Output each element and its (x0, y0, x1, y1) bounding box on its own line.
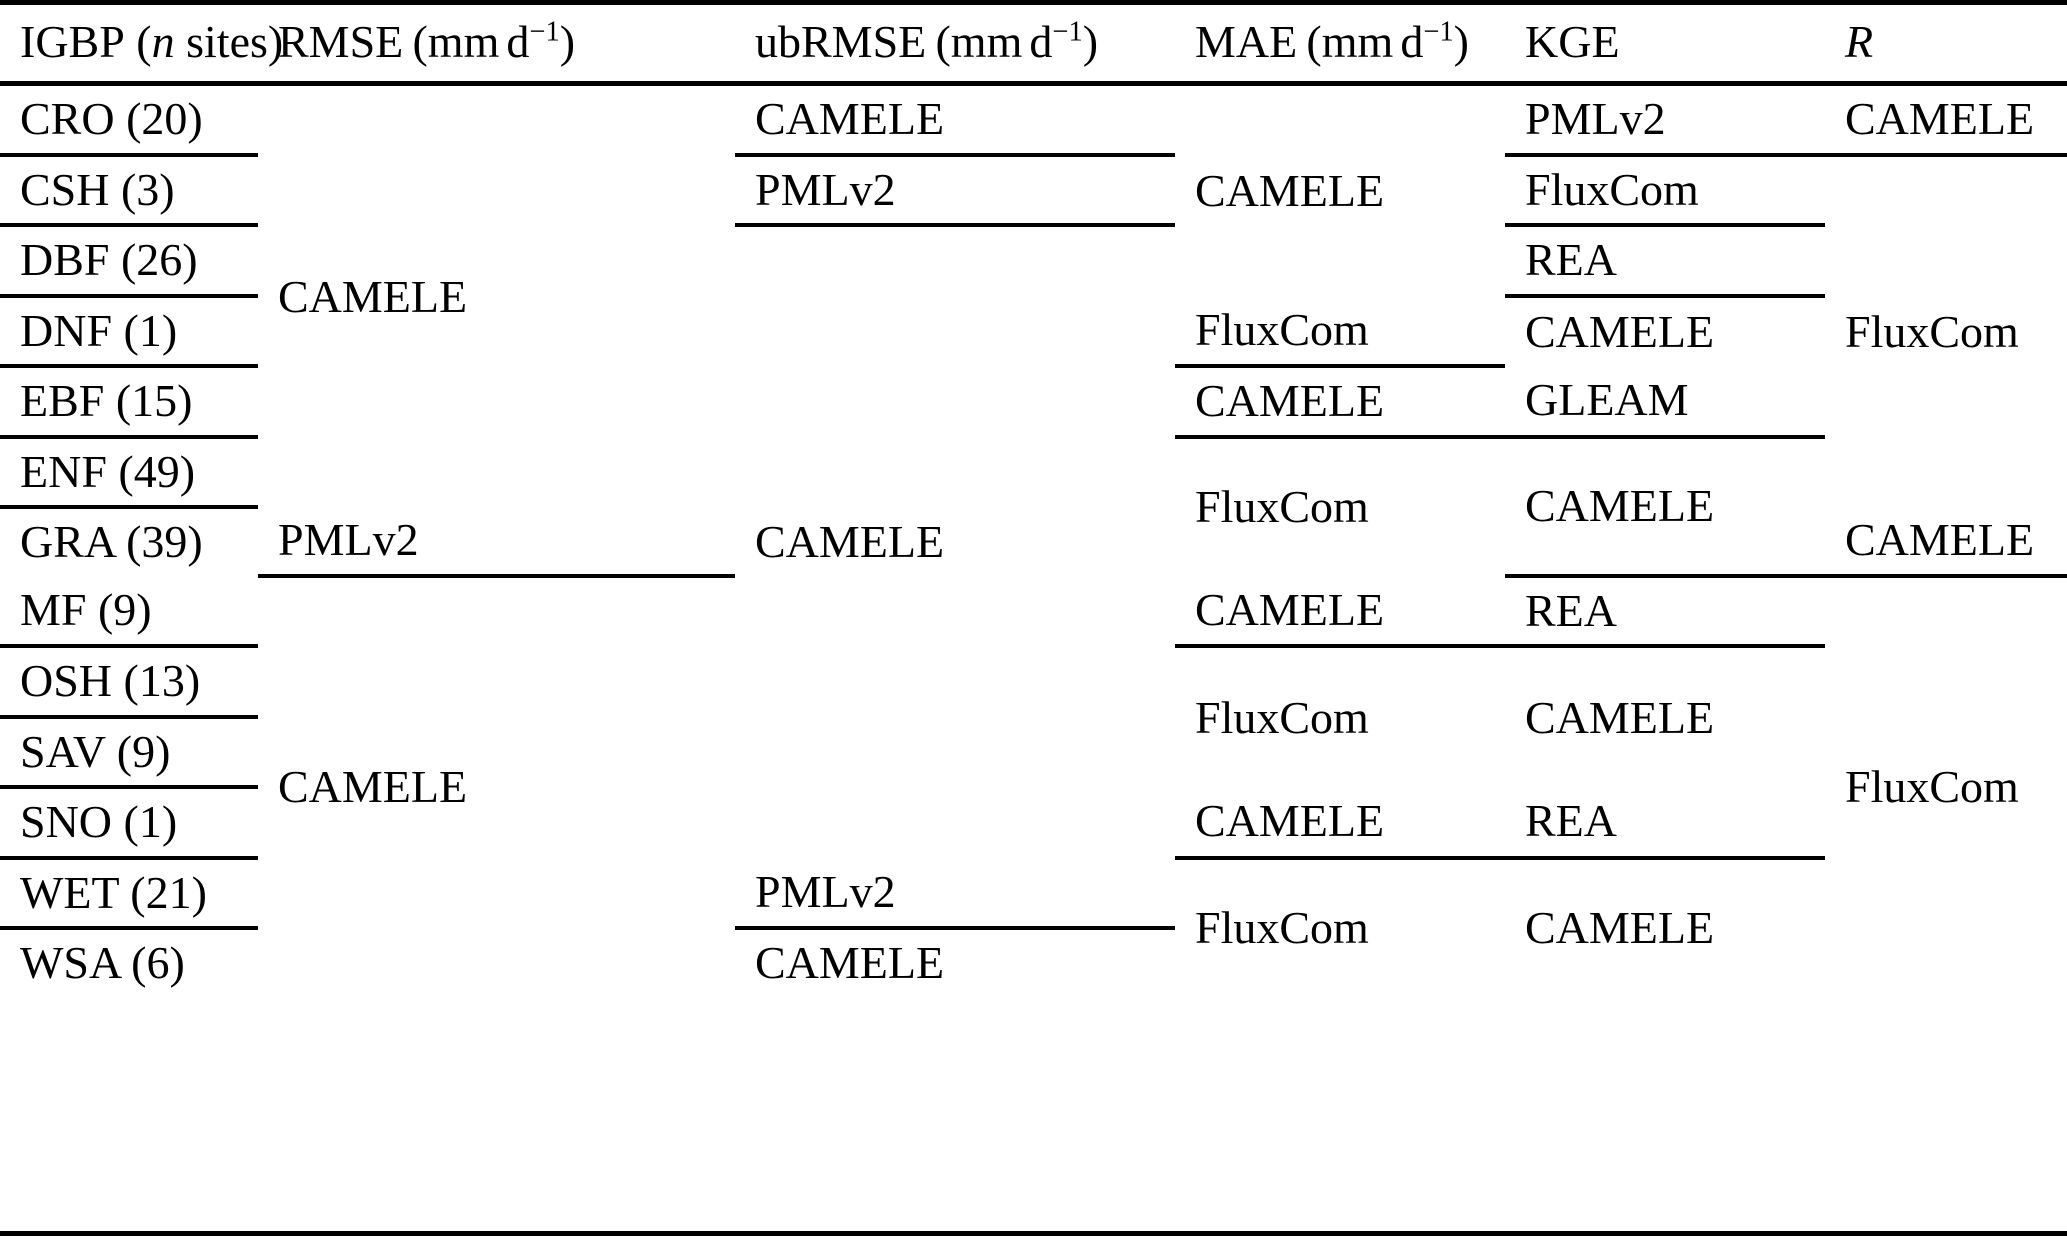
cell-kge: CAMELE (1505, 436, 1825, 578)
cell-kge: CAMELE (1525, 691, 1715, 743)
table-row: MF (9) CAMELE CAMELE REA FluxCom (0, 575, 2067, 810)
table-row: GRA (39) PMLv2 CAMELE (0, 507, 2067, 578)
cell-igbp: CRO (20) (0, 83, 258, 157)
cell-mae: FluxCom (1175, 295, 1505, 368)
cell-ubrmse: CAMELE (735, 83, 1175, 157)
table-row: WET (21) PMLv2 FluxCom CAMELE (0, 857, 2067, 951)
cell-r: CAMELE (1825, 83, 2067, 157)
cell-kge: PMLv2 (1505, 83, 1825, 157)
table-bottom-rule (0, 1231, 2067, 1236)
table-row: CSH (3) PMLv2 FluxCom FluxCom (0, 154, 2067, 354)
cell-kge: GLEAM (1505, 366, 1825, 439)
table-row: DNF (1) FluxCom CAMELE (0, 295, 2067, 368)
cell-igbp: CSH (3) (0, 154, 258, 227)
cell-kge: REA (1505, 575, 1825, 648)
cell-igbp: WET (21) (0, 857, 258, 930)
cell-igbp: OSH (13) (0, 646, 258, 719)
cell-kge: REA (1505, 787, 1825, 860)
cell-igbp: ENF (49) (0, 436, 258, 509)
column-header-r: R (1825, 0, 2067, 86)
cell-mae: FluxCom (1195, 691, 1369, 743)
cell-igbp: WSA (6) (20, 937, 185, 989)
table-row: SNO (1) CAMELE REA (0, 787, 2067, 860)
cell-rmse: CAMELE (278, 761, 468, 812)
cell-igbp: EBF (15) (0, 366, 258, 439)
cell-r: CAMELE (1825, 507, 2067, 578)
cell-igbp: DNF (1) (0, 295, 258, 368)
table-row: DBF (26) CAMELE REA (0, 225, 2067, 565)
table-row: WSA (6) CAMELE (0, 928, 2067, 997)
cell-mae: CAMELE (1175, 575, 1505, 648)
table-row: EBF (15) CAMELE GLEAM (0, 366, 2067, 439)
table-row: CRO (20) CAMELE CAMELE CAMELE PMLv2 CAME… (0, 83, 2067, 319)
cell-mae: CAMELE (1175, 787, 1505, 860)
table-row: ENF (49) FluxCom CAMELE (0, 436, 2067, 578)
table-row: SAV (9) (0, 716, 2067, 789)
cell-igbp: SAV (9) (0, 716, 258, 789)
cell-kge: REA (1505, 225, 1825, 298)
column-header-kge: KGE (1505, 0, 1825, 86)
cell-r: FluxCom (1845, 305, 2019, 357)
cell-mae: CAMELE (1175, 366, 1505, 439)
cell-mae: FluxCom (1195, 481, 1369, 532)
cell-ubrmse: PMLv2 (735, 154, 1175, 227)
table-body: CRO (20) CAMELE CAMELE CAMELE PMLv2 CAME… (0, 83, 2067, 997)
column-header-igbp: IGBP (n sites) (0, 0, 283, 86)
cell-rmse: PMLv2 (258, 507, 735, 578)
cell-igbp: MF (9) (0, 575, 258, 648)
cell-igbp: DBF (26) (0, 225, 258, 298)
cell-mae: FluxCom (1195, 902, 1369, 953)
cell-kge: CAMELE (1525, 305, 1715, 357)
cell-ubrmse: CAMELE (755, 516, 945, 568)
cell-rmse: CAMELE (278, 270, 468, 322)
cell-mae: CAMELE (1195, 164, 1385, 216)
cell-r: FluxCom (1845, 761, 2019, 812)
table-row: OSH (13) FluxCom CAMELE (0, 646, 2067, 740)
cell-ubrmse: CAMELE (755, 937, 945, 989)
cell-ubrmse: PMLv2 (735, 857, 1175, 930)
cell-kge: FluxCom (1505, 154, 1825, 227)
cell-igbp: SNO (1) (0, 787, 258, 860)
cell-igbp: GRA (39) (20, 516, 203, 568)
cell-kge: CAMELE (1525, 902, 1715, 953)
